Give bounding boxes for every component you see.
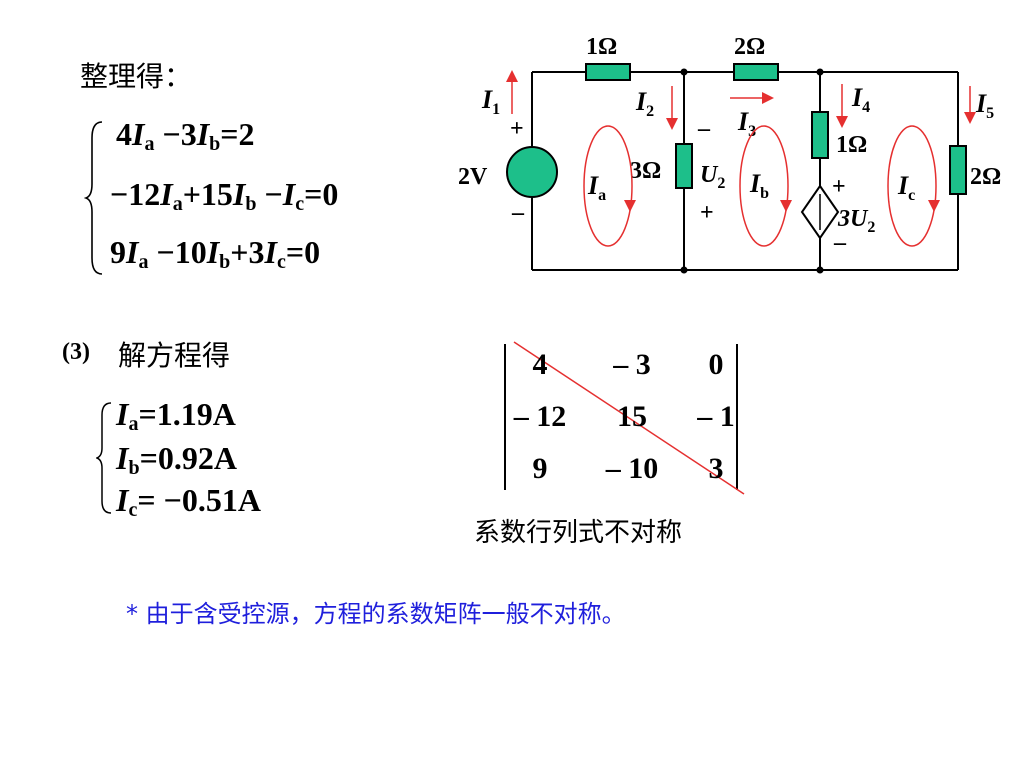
label-r-mid: 3Ω — [630, 158, 661, 184]
label-r-top2: 2Ω — [734, 34, 765, 60]
section1-heading: 整理得： — [80, 60, 193, 93]
label-r4: 1Ω — [836, 132, 867, 158]
det-cell: – 10 — [605, 452, 659, 485]
det-left-bar — [504, 344, 506, 490]
det-cell: – 1 — [697, 400, 735, 433]
determinant: 4 – 3 0 – 12 15 – 1 9 – 10 3 — [500, 340, 750, 500]
resistor-1ohm-branch — [811, 111, 829, 159]
mesh-loop-c — [887, 125, 937, 247]
solution-a: Ia=1.19A — [116, 396, 236, 435]
equation-2: −12Ia+15Ib −Ic=0 — [110, 176, 339, 215]
solution-b: Ib=0.92A — [116, 440, 237, 479]
label-i1: I1 — [481, 85, 500, 118]
source-plus: + — [510, 116, 524, 142]
det-diagonal-line — [513, 341, 745, 495]
node-dot — [816, 68, 824, 76]
equation-1: 4Ia −3Ib=2 — [116, 116, 255, 155]
left-brace-2 — [96, 402, 112, 514]
mesh-loop-a — [583, 125, 633, 247]
label-i4: I4 — [851, 83, 870, 116]
resistor-2ohm-right — [949, 145, 967, 195]
left-brace-1 — [84, 121, 103, 275]
label-ia: Ia — [587, 171, 606, 204]
dep-plus: + — [832, 174, 846, 200]
node-dot — [680, 68, 688, 76]
label-source: 2V — [458, 164, 488, 190]
det-cell: 0 — [708, 348, 724, 381]
label-dep-source: 3U2 — [837, 206, 875, 236]
voltage-source — [506, 146, 558, 198]
label-u2: U2 — [700, 162, 725, 192]
node-dot — [680, 266, 688, 274]
circuit-diagram: 1Ω 2Ω 3Ω 1Ω 2Ω 2V + – 3U2 + – U2 – + I1 … — [458, 34, 1001, 274]
label-i5: I5 — [975, 89, 994, 122]
det-cell: 3 — [708, 452, 724, 485]
resistor-2ohm-top — [733, 63, 779, 81]
solution-c: Ic= −0.51A — [116, 482, 261, 521]
matrix-caption: 系数行列式不对称 — [474, 518, 683, 548]
resistor-3ohm — [675, 143, 693, 189]
u2-plus: + — [700, 200, 714, 226]
det-cell: 15 — [617, 400, 647, 433]
det-cell: 9 — [532, 452, 548, 485]
label-ib: Ib — [749, 169, 769, 202]
resistor-1ohm-top — [585, 63, 631, 81]
equation-3: 9Ia −10Ib+3Ic=0 — [110, 234, 321, 273]
label-r-top1: 1Ω — [586, 34, 617, 60]
source-minus: – — [511, 200, 525, 226]
label-i2: I2 — [635, 87, 654, 120]
mesh-loop-b — [739, 125, 789, 247]
det-cell: – 12 — [513, 400, 567, 433]
label-r5: 2Ω — [970, 164, 1001, 190]
label-i3: I3 — [737, 107, 756, 140]
label-ic: Ic — [897, 171, 915, 204]
node-dot — [816, 266, 824, 274]
section2-heading: 解方程得 — [118, 339, 231, 372]
step-label: (3) — [62, 339, 90, 365]
det-cell: 4 — [532, 348, 548, 381]
dep-minus: – — [833, 230, 847, 256]
det-cell: – 3 — [613, 348, 651, 381]
note-text: * 由于含受控源，方程的系数矩阵一般不对称。 — [126, 600, 626, 628]
det-right-bar — [736, 344, 738, 490]
u2-minus: – — [697, 116, 711, 142]
